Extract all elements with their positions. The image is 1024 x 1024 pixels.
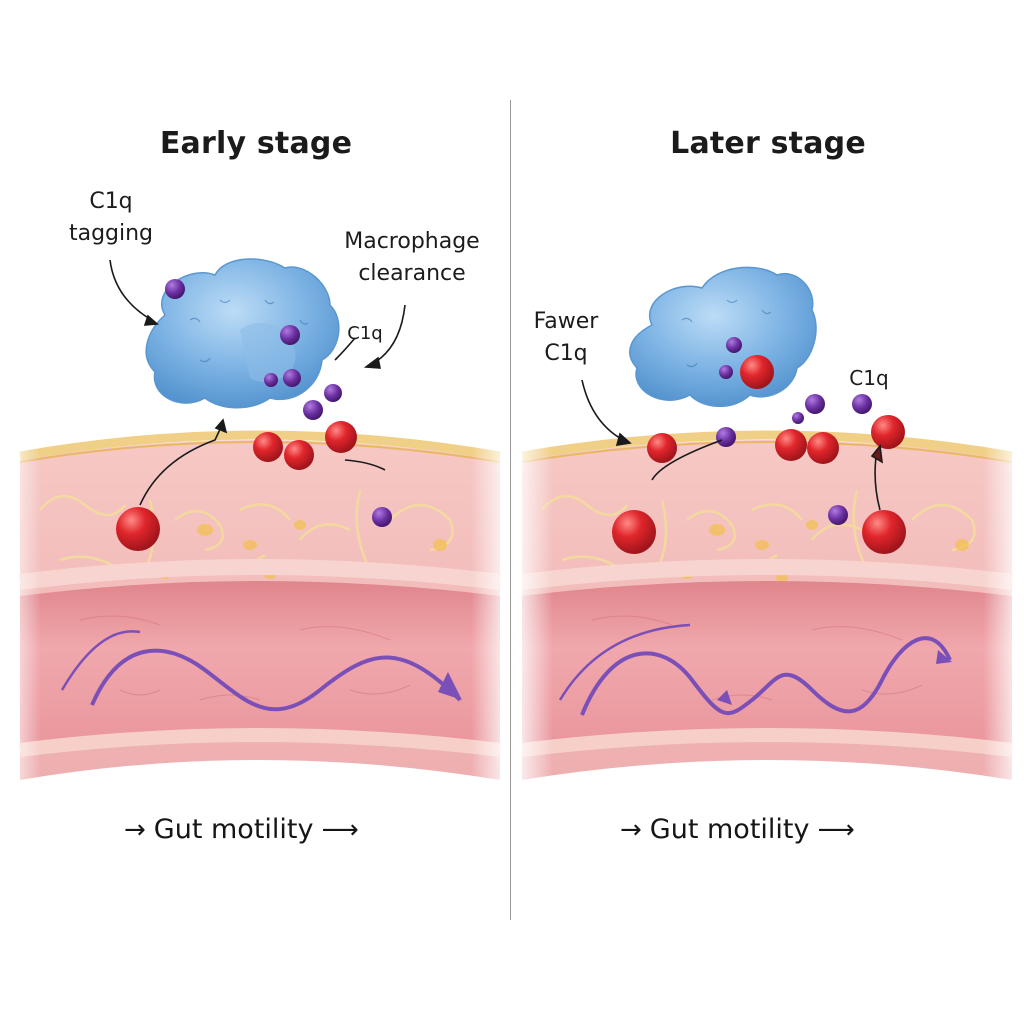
gut-motility-text: Gut motility [649,814,810,845]
red-cells [612,355,906,554]
arrow-right-icon: → [124,815,146,845]
long-arrow-right-icon: ⟶ [321,815,359,845]
later-stage-illustration [512,266,1024,820]
later-stage-title: Later stage [670,126,866,161]
c1q-tagging-label: C1q tagging [56,186,166,250]
annotation-arrows [581,379,883,511]
annotation-arrows [109,259,406,506]
c1q-protein-cluster [716,337,872,525]
early-stage-panel: Early stage C1q tagging Macrophage clear… [0,126,512,845]
c1q-protein-cluster [165,279,392,527]
c1q-tagging-line1: C1q [89,189,133,214]
macrophage-clearance-line2: clearance [358,261,466,286]
later-stage-panel: Later stage Fawer C1q C1q →Gut motility⟶ [512,0,1024,1024]
fewer-c1q-line2: C1q [544,341,588,366]
c1q-small-label: C1q [849,366,889,390]
c1q-tagging-line2: tagging [68,221,154,246]
c1q-small-label: C1q [347,323,383,344]
early-stage-title: Early stage [159,126,353,161]
gut-motility-text: Gut motility [153,814,314,845]
gut-wall [512,420,1024,820]
gut-wall [0,420,512,820]
macrophage-cell [629,266,817,408]
macrophage-clearance-line1: Macrophage [344,229,480,254]
fewer-c1q-label: Fawer C1q [526,306,606,370]
gut-motility-caption: →Gut motility⟶ [612,814,863,845]
motility-wave-arrow [558,623,952,716]
red-cells [116,421,357,551]
arrow-right-icon: → [620,815,642,845]
panel-divider [510,100,511,920]
gut-motility-caption: →Gut motility⟶ [116,814,367,845]
motility-wave-arrow [60,630,462,712]
early-stage-illustration [0,258,512,820]
macrophage-clearance-label: Macrophage clearance [330,226,494,290]
long-arrow-right-icon: ⟶ [817,815,855,845]
fewer-c1q-line1: Fawer [533,309,599,334]
